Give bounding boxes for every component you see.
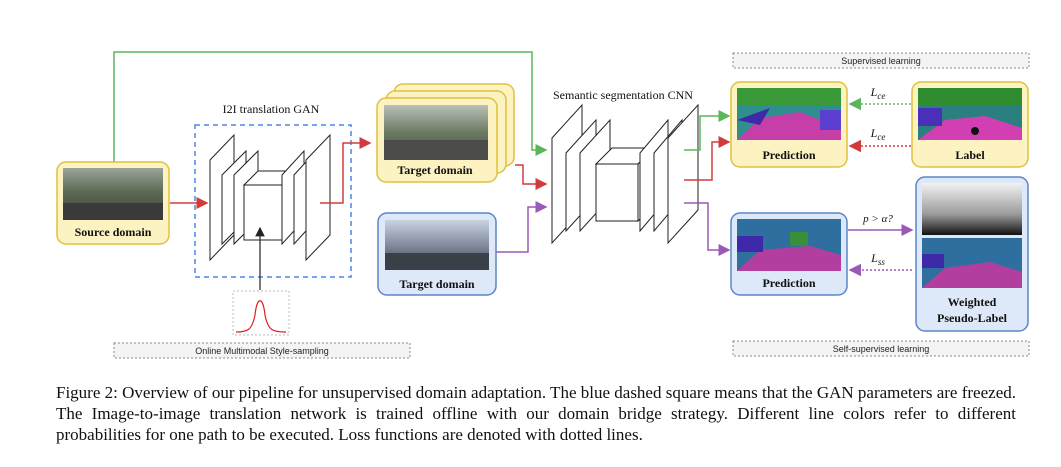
confidence-map-image — [922, 183, 1022, 235]
lce-bottom-label: Lce — [870, 126, 886, 142]
prediction-selfsupervised-label: Prediction — [762, 276, 815, 290]
target-domain-generated-box: Target domain — [376, 83, 515, 183]
purple-arrow-cnn-to-prediction — [684, 202, 731, 256]
green-arrow-cnn-to-prediction — [684, 110, 731, 151]
prediction-selfsupervised-box: Prediction — [730, 212, 848, 296]
lce-top-label: Lce — [870, 85, 886, 101]
source-domain-box: Source domain — [56, 161, 170, 245]
threshold-label: p > α? — [862, 213, 893, 225]
prediction-supervised-box: Prediction — [730, 81, 848, 168]
red-arrow-gan-to-target — [320, 137, 372, 204]
selfsupervised-banner: Self-supervised learning — [732, 340, 1030, 357]
gan-title: I2I translation GAN — [223, 102, 320, 116]
weighted-label-line2: Pseudo-Label — [937, 311, 1008, 325]
figure-caption: Figure 2: Overview of our pipeline for u… — [56, 383, 1016, 444]
lss-label: Lss — [870, 251, 885, 267]
target-domain-generated-label: Target domain — [397, 163, 473, 177]
weighted-label-line1: Weighted — [948, 295, 997, 309]
supervised-banner: Supervised learning — [732, 52, 1030, 69]
gaussian-plot — [232, 290, 290, 336]
target-domain-real-box: Target domain — [377, 212, 497, 296]
pipeline-diagram: Online Multimodal Style-sampling Supervi… — [56, 51, 1030, 359]
label-box: Label — [911, 81, 1029, 168]
red-arrow-target-to-cnn — [515, 164, 548, 190]
style-sampling-banner: Online Multimodal Style-sampling — [113, 342, 411, 359]
seg-cnn-network — [551, 103, 699, 245]
green-path-source-to-cnn — [113, 51, 548, 163]
label-text: Label — [955, 148, 985, 162]
target-domain-real-label: Target domain — [399, 277, 475, 291]
gan-network — [209, 133, 331, 262]
prediction-supervised-label: Prediction — [762, 148, 815, 162]
style-sampling-text: Online Multimodal Style-sampling — [195, 346, 329, 356]
source-domain-label: Source domain — [75, 225, 152, 239]
seg-cnn-title: Semantic segmentation CNN — [553, 88, 693, 102]
weighted-pseudo-label-box: Weighted Pseudo-Label — [915, 176, 1029, 332]
gan-frozen-box — [194, 124, 352, 278]
selfsupervised-text: Self-supervised learning — [833, 344, 930, 354]
red-arrow-cnn-to-prediction — [684, 136, 731, 181]
supervised-text: Supervised learning — [841, 56, 921, 66]
purple-arrow-target-to-cnn — [496, 201, 548, 253]
